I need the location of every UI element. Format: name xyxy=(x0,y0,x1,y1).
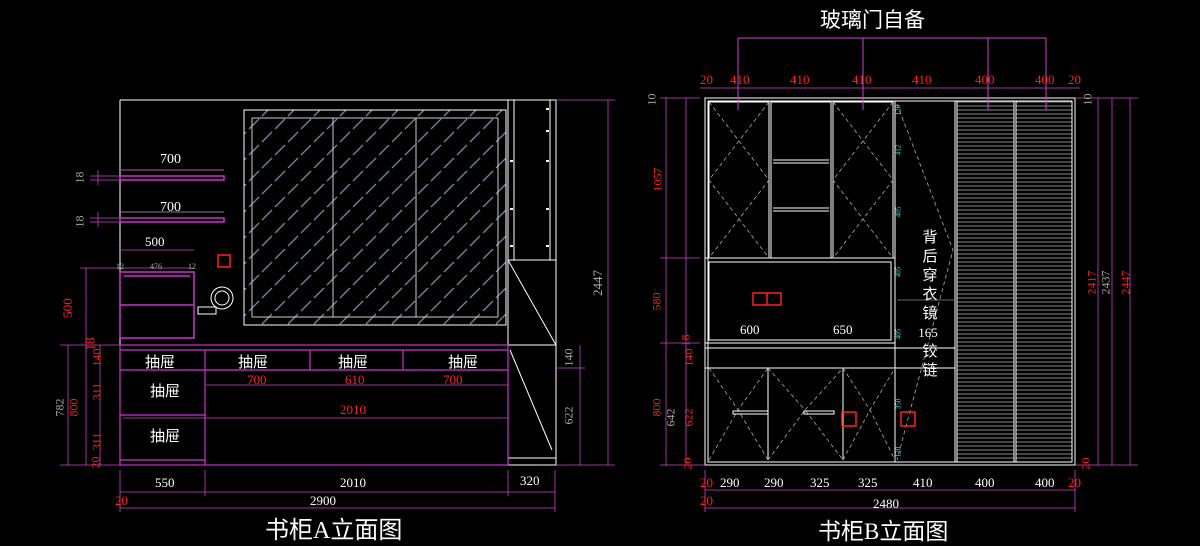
a-left-height-20: 20 xyxy=(88,456,103,469)
mirror-dim-2: 412 xyxy=(894,144,903,156)
wall-shelves xyxy=(119,175,225,223)
drawer-label-3: 抽屉 xyxy=(338,353,369,371)
a-left-height-311a: 311 xyxy=(89,382,104,401)
b-left-height-800: 800 xyxy=(649,398,664,417)
a-total-width: 2900 xyxy=(310,493,336,508)
drawer-label-4: 抽屉 xyxy=(448,353,479,371)
drawer-width-3: 700 xyxy=(443,372,463,387)
a-right-height-140: 140 xyxy=(561,348,576,367)
shelf-thickness-bottom: 18 xyxy=(72,215,87,228)
mirror-note-char-3: 穿 xyxy=(922,266,938,284)
mirror-note-char-2: 后 xyxy=(922,247,938,265)
b-right-height-2417: 2417 xyxy=(1084,270,1099,295)
b-right-height-2437: 2437 xyxy=(1098,270,1113,295)
b-bottom-width-8: 400 xyxy=(1035,475,1055,490)
b-bottom-offset: 20 xyxy=(700,493,713,508)
mirror-note-char-4: 衣 xyxy=(922,285,938,303)
b-top-width-1: 20 xyxy=(700,72,713,87)
a-left-height-800: 800 xyxy=(66,398,81,417)
b-bottom-width-7: 400 xyxy=(975,475,995,490)
a-bottom-width-550: 550 xyxy=(155,475,175,490)
a-bottom-width-2010: 2010 xyxy=(340,475,366,490)
b-top-width-4: 410 xyxy=(852,72,872,87)
elevation-a xyxy=(119,99,557,466)
hanging-cabinet-height: 500 xyxy=(59,298,75,318)
elevation-b xyxy=(704,37,1076,466)
b-top-width-6: 400 xyxy=(975,72,995,87)
b-left-height-140: 140 xyxy=(681,348,696,367)
desk-width: 2010 xyxy=(340,402,366,417)
b-right-height-2447: 2447 xyxy=(1118,270,1133,295)
b-right-height-10: 10 xyxy=(1080,93,1095,106)
b-bottom-width-5: 325 xyxy=(858,475,878,490)
a-right-height-622: 622 xyxy=(561,406,576,425)
drawer-label-6: 抽屉 xyxy=(150,427,181,445)
mirror-note-char-8: 链 xyxy=(922,361,938,379)
drawer-width-1: 700 xyxy=(247,372,267,387)
b-top-width-3: 410 xyxy=(790,72,810,87)
b-left-height-580: 580 xyxy=(649,292,664,311)
b-right-height-20: 20 xyxy=(1078,457,1093,470)
mirror-note: 背 后 穿 衣 镜 165 铰 链 xyxy=(917,228,943,380)
b-total-width: 2480 xyxy=(873,496,899,511)
b-top-width-5: 410 xyxy=(912,72,932,87)
mirror-dim-1: 120 xyxy=(894,104,903,116)
mirror-note-char-6: 165 xyxy=(918,325,938,340)
hanging-cabinet-sub2: 12 xyxy=(116,262,124,271)
b-top-width-8: 20 xyxy=(1068,72,1081,87)
hanging-cabinet-width: 500 xyxy=(145,234,165,249)
drawer-label-2: 抽屉 xyxy=(238,353,269,371)
b-left-height-622: 622 xyxy=(681,408,696,427)
a-left-height-140: 140 xyxy=(89,348,104,367)
drawer-label-5: 抽屉 xyxy=(150,382,181,400)
a-bottom-width-320: 320 xyxy=(520,473,540,488)
mirror-dim-6: 350 xyxy=(894,398,903,410)
drawer-width-2: 610 xyxy=(345,372,365,387)
b-bottom-width-9: 20 xyxy=(1068,475,1081,490)
b-left-height-18: 18 xyxy=(678,334,693,347)
b-top-width-2: 410 xyxy=(730,72,750,87)
b-bottom-width-1: 20 xyxy=(700,475,713,490)
a-left-height-782: 782 xyxy=(52,398,67,417)
shelf-width-top: 700 xyxy=(160,152,181,167)
desk-base xyxy=(119,344,509,466)
glass-door-note: 玻璃门自备 xyxy=(820,8,925,32)
elevation-a-title: 书柜A立面图 xyxy=(265,518,403,544)
b-bottom-width-2: 290 xyxy=(720,475,740,490)
b-left-height-20: 20 xyxy=(680,457,695,470)
b-desk-width-650: 650 xyxy=(833,322,853,337)
mirror-note-char-7: 铰 xyxy=(922,342,938,360)
a-bottom-offset: 20 xyxy=(115,493,128,508)
mirror-dim-7: 120 xyxy=(894,446,903,458)
mirror-dim-4: 405 xyxy=(894,266,903,278)
b-top-width-7: 400 xyxy=(1035,72,1055,87)
b-left-height-10: 10 xyxy=(644,93,659,106)
dimension-lines xyxy=(60,87,1138,512)
b-left-height-1057: 1057 xyxy=(650,167,665,192)
a-left-height-311b: 311 xyxy=(89,432,104,451)
a-total-height: 2447 xyxy=(590,270,605,296)
hanging-cabinet-sub1: 476 xyxy=(150,262,162,271)
drawer-label-1: 抽屉 xyxy=(145,353,176,371)
b-bottom-width-3: 290 xyxy=(764,475,784,490)
b-bottom-width-4: 325 xyxy=(810,475,830,490)
b-left-height-642: 642 xyxy=(663,408,678,427)
shelf-width-bottom: 700 xyxy=(160,200,181,215)
mirror-dim-3: 405 xyxy=(894,206,903,218)
hanging-cabinet-sub3: 12 xyxy=(188,262,196,271)
shelf-thickness-top: 18 xyxy=(72,171,87,184)
hanging-cabinet xyxy=(119,271,195,339)
mirror-note-char-1: 背 xyxy=(922,228,938,246)
b-desk-width-600: 600 xyxy=(740,322,760,337)
mirror-dim-5: 405 xyxy=(894,328,903,340)
elevation-b-title: 书柜B立面图 xyxy=(818,519,949,544)
mirror-note-char-5: 镜 xyxy=(922,304,938,322)
b-bottom-width-6: 410 xyxy=(913,475,933,490)
